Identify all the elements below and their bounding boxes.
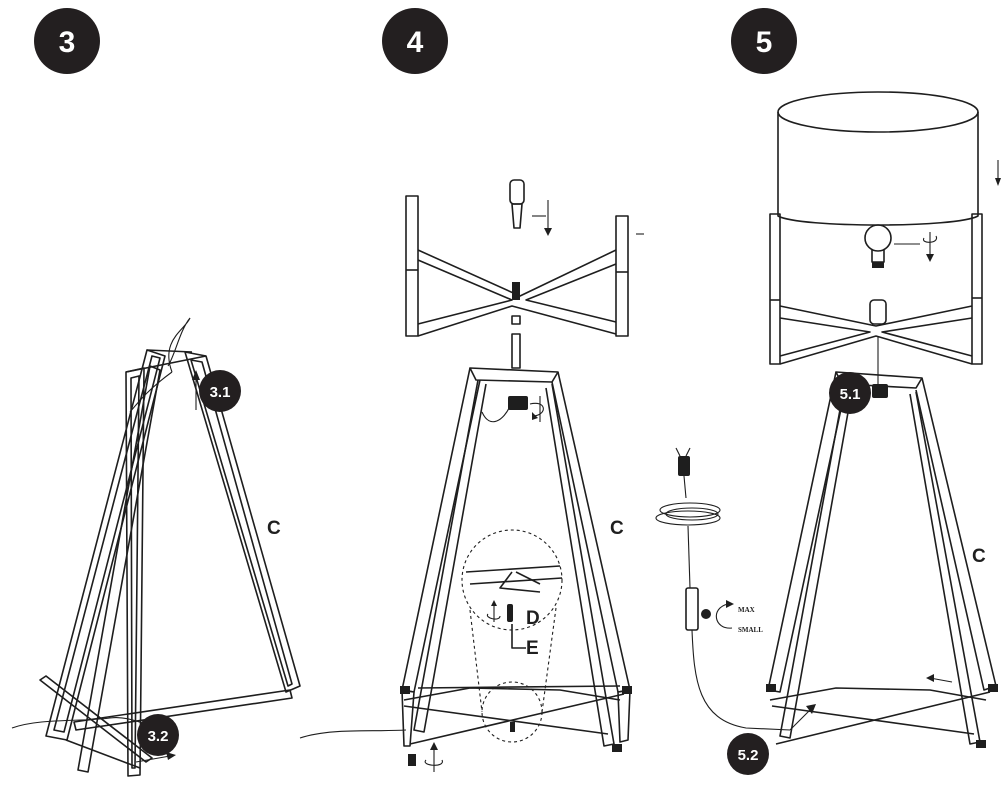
folded-lamp-frame	[11, 317, 301, 777]
shade-holder-frame	[405, 195, 644, 337]
step-5-number: 5	[756, 26, 773, 59]
step-3: 3	[11, 8, 301, 777]
step-3-number: 3	[59, 26, 76, 59]
badge-5-1-label: 5.1	[840, 386, 861, 403]
step-4-part-label: C	[610, 518, 624, 539]
step-4-lamp-base	[299, 367, 632, 752]
step-3-part-label: C	[267, 518, 281, 539]
step-4: 4	[299, 8, 644, 772]
power-cord-with-switch	[655, 447, 791, 731]
step-4-number: 4	[407, 26, 424, 59]
detail-label-d: D	[526, 608, 540, 629]
step-5-badge-5-1: 5.1	[829, 372, 871, 414]
socket-assembly	[508, 179, 552, 422]
switch-label-small: SMALL	[738, 626, 763, 634]
step-4-badge: 4	[382, 8, 448, 74]
foot-adjuster	[408, 742, 443, 772]
step-5-badge: 5	[731, 8, 797, 74]
step-3-badge-3-2: 3.2	[137, 714, 179, 756]
light-bulb	[864, 224, 938, 325]
step-3-badge-3-1: 3.1	[199, 370, 241, 412]
switch-label-max: MAX	[738, 606, 755, 614]
step-5-lamp-base	[766, 336, 998, 748]
step-5: 5	[655, 8, 1001, 775]
step-5-shade-holder	[769, 213, 983, 365]
detail-label-e: E	[526, 638, 539, 659]
lamp-shade	[777, 91, 1001, 226]
step-3-badge: 3	[34, 8, 100, 74]
badge-5-2-label: 5.2	[738, 747, 759, 764]
badge-3-1-label: 3.1	[210, 384, 231, 401]
detail-callout	[461, 529, 563, 743]
step-5-part-label: C	[972, 546, 986, 567]
step-5-badge-5-2: 5.2	[727, 733, 769, 775]
badge-3-2-label: 3.2	[148, 728, 169, 745]
